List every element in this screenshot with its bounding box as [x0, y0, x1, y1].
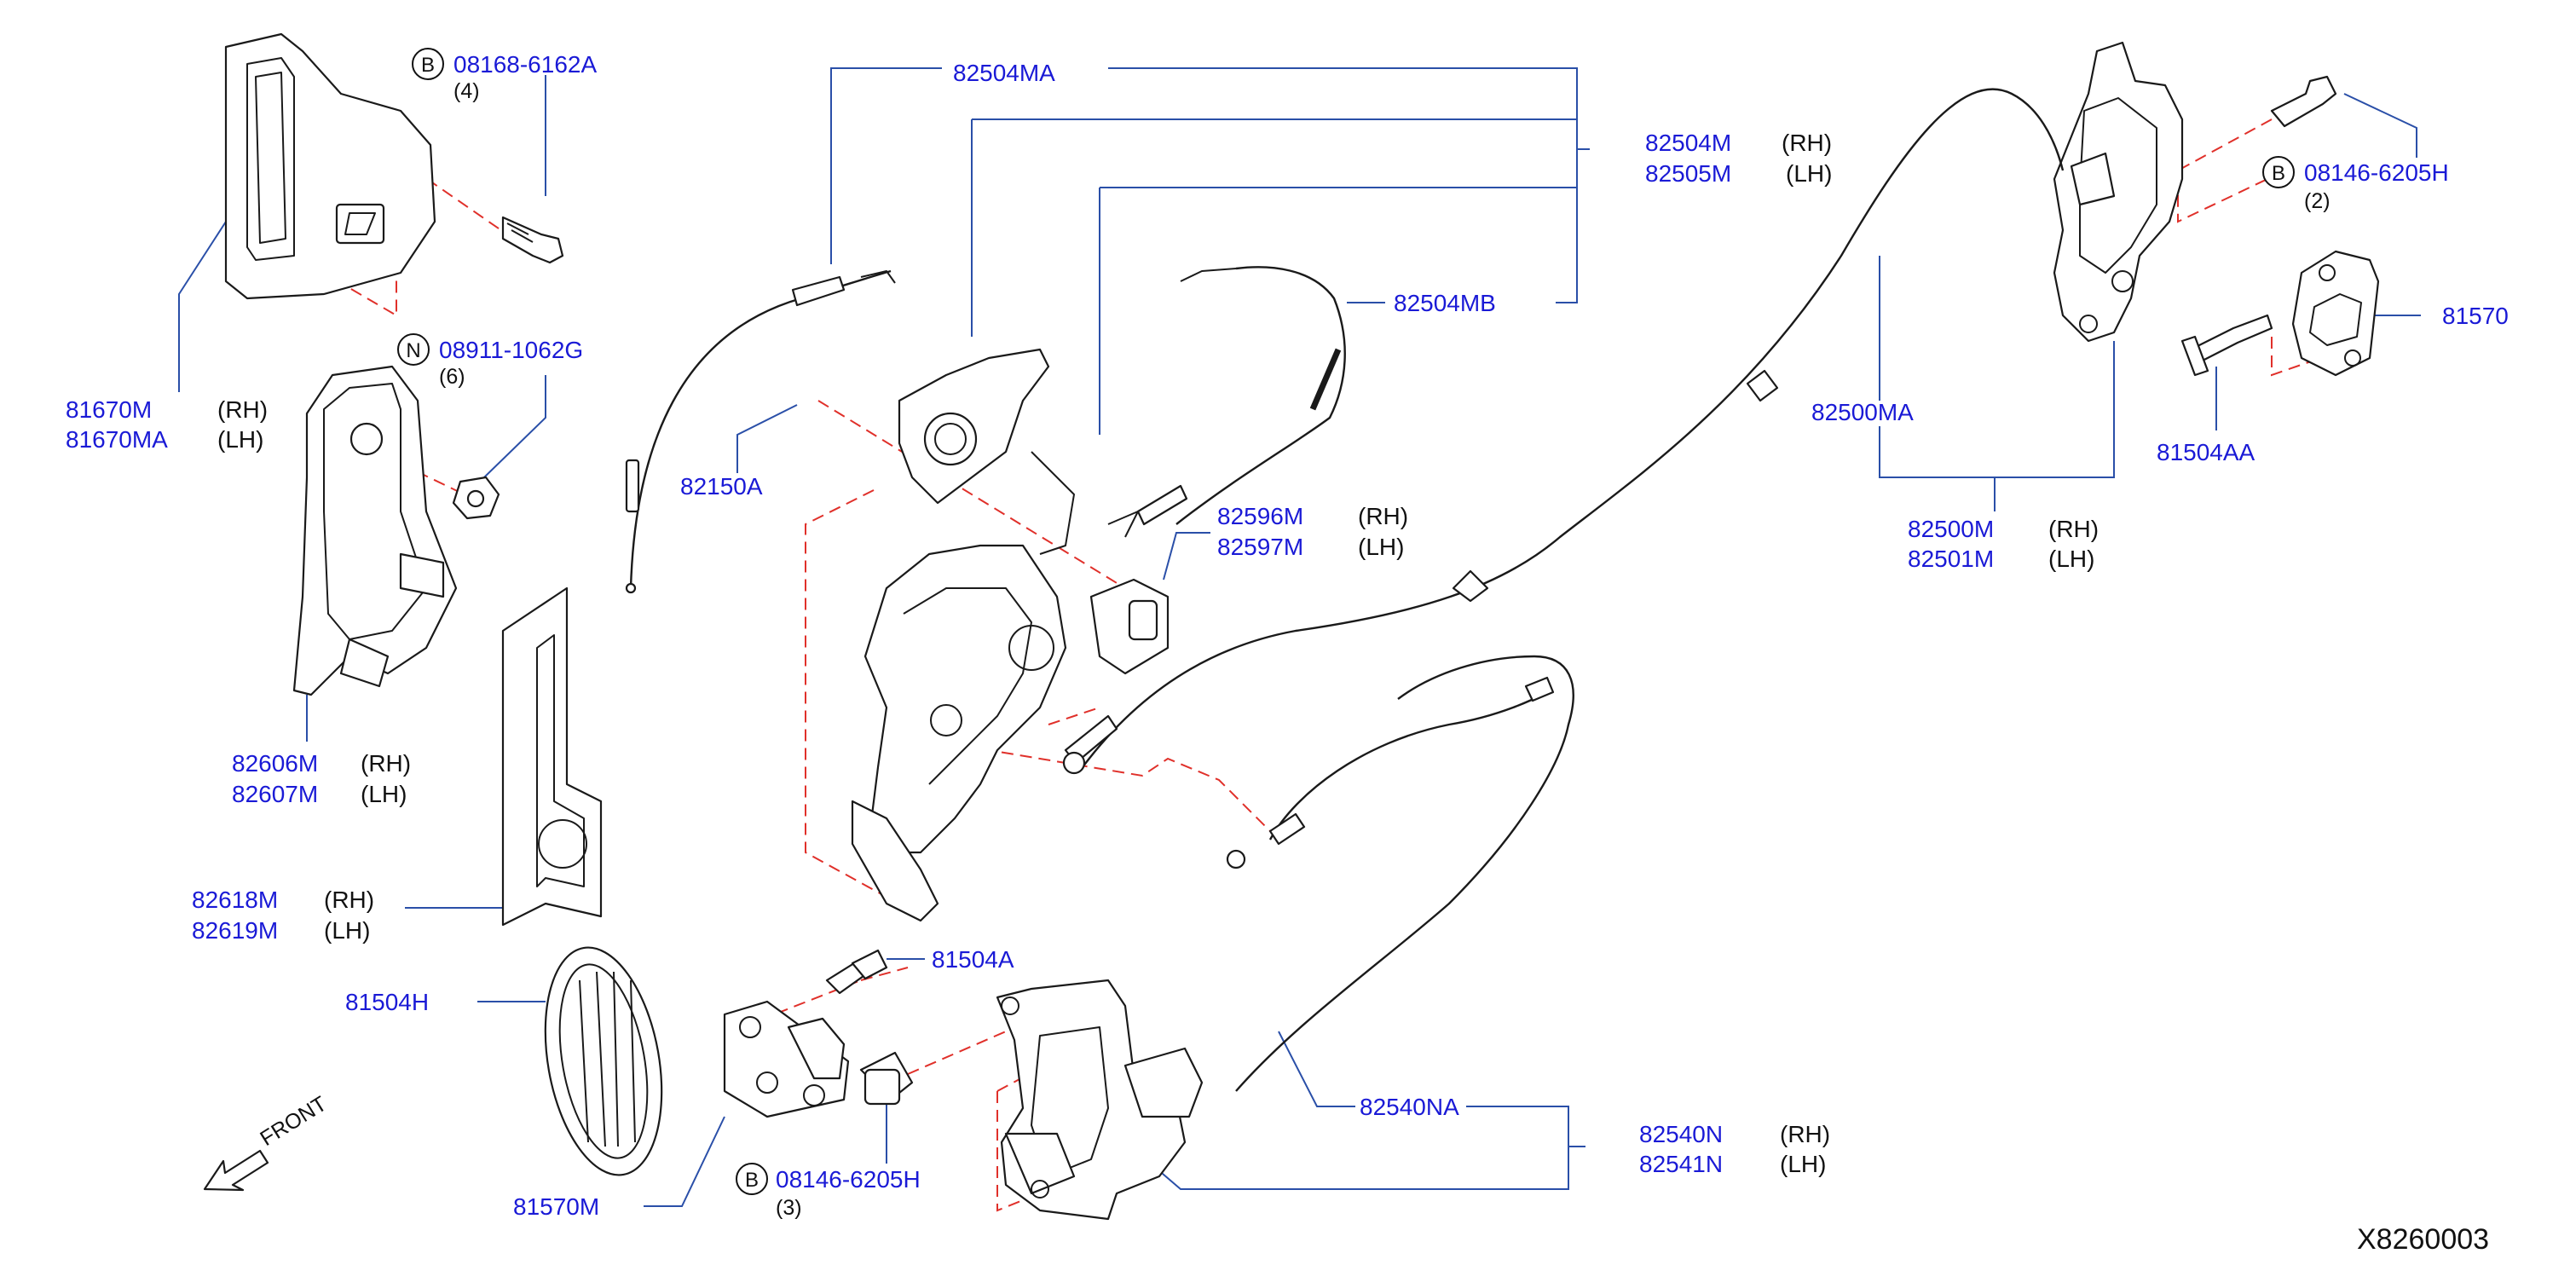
bolt-08168-illustration: [501, 216, 564, 264]
side-rh-82504M: (RH): [1782, 130, 1832, 156]
side-lh-82505M: (LH): [1786, 160, 1832, 187]
part-number-08911-1062G[interactable]: 08911-1062G: [439, 337, 583, 363]
part-number-82500M[interactable]: 82500M: [1908, 516, 1994, 542]
cables: [625, 88, 2065, 1092]
latch-assembly-illustration: [851, 348, 1170, 922]
prefix-circles: B N B B: [397, 48, 2295, 1195]
inner-handle-illustration: [224, 32, 436, 300]
part-number-82606M[interactable]: 82606M: [232, 750, 318, 777]
striker-81570-illustration: [2291, 250, 2380, 377]
prefix-b-08168: B: [421, 54, 435, 77]
side-lh-82607M: (LH): [361, 781, 407, 807]
rear-latch-82540n-illustration: [996, 979, 1204, 1221]
part-number-81504A[interactable]: 81504A: [932, 946, 1014, 973]
part-number-82619M[interactable]: 82619M: [192, 917, 278, 944]
quantity-08911: (6): [439, 365, 465, 389]
part-number-82501M[interactable]: 82501M: [1908, 546, 1994, 572]
side-lh-82541N: (LH): [1780, 1151, 1826, 1177]
front-label: FRONT: [256, 1092, 331, 1151]
part-number-81670MA[interactable]: 81670MA: [66, 426, 168, 453]
part-number-82504MA[interactable]: 82504MA: [953, 60, 1055, 86]
part-number-81570[interactable]: 81570: [2442, 303, 2509, 329]
part-number-08168-6162A[interactable]: 08168-6162A: [453, 51, 597, 78]
bolt-08146-top-illustration: [2270, 75, 2337, 128]
front-direction-arrow: [203, 1149, 269, 1192]
side-rh-82618M: (RH): [324, 887, 374, 913]
quantity-08146-top: (2): [2304, 189, 2331, 213]
part-number-82596M[interactable]: 82596M: [1217, 503, 1303, 529]
part-number-82500MA[interactable]: 82500MA: [1811, 399, 1914, 425]
side-rh-82500M: (RH): [2048, 516, 2099, 542]
part-number-82618M[interactable]: 82618M: [192, 887, 278, 913]
side-rh-81670M: (RH): [217, 396, 268, 423]
side-lh-82501M: (LH): [2048, 546, 2094, 572]
side-rh-82606M: (RH): [361, 750, 411, 777]
prefix-n-08911: N: [406, 339, 420, 362]
nut-08911-illustration: [452, 476, 500, 520]
part-number-82607M[interactable]: 82607M: [232, 781, 318, 807]
side-lh-82619M: (LH): [324, 917, 370, 944]
diagram-code: X8260003: [2357, 1223, 2489, 1256]
bolts-bottom-illustration: [825, 949, 914, 1106]
part-number-08146-6205H-top[interactable]: 08146-6205H: [2304, 159, 2449, 186]
side-lh-81670MA: (LH): [217, 426, 263, 453]
part-number-81504H[interactable]: 81504H: [345, 989, 429, 1015]
part-number-82540NA[interactable]: 82540NA: [1360, 1094, 1459, 1120]
striker-plate-81570m-illustration: [723, 1000, 850, 1118]
part-number-81504AA[interactable]: 81504AA: [2157, 439, 2255, 465]
quantity-08168: (4): [453, 79, 480, 103]
part-number-82504MB[interactable]: 82504MB: [1394, 290, 1496, 316]
side-lh-82597M: (LH): [1358, 534, 1404, 560]
side-rh-82596M: (RH): [1358, 503, 1408, 529]
part-number-82597M[interactable]: 82597M: [1217, 534, 1303, 560]
part-number-82505M[interactable]: 82505M: [1645, 160, 1731, 187]
part-number-81670M[interactable]: 81670M: [66, 396, 152, 423]
quantity-08146-bottom: (3): [776, 1196, 802, 1220]
side-rh-82540N: (RH): [1780, 1121, 1830, 1147]
leader-lines: [178, 67, 2421, 1207]
handle-bracket-illustration: [292, 365, 458, 696]
part-number-82504M[interactable]: 82504M: [1645, 130, 1731, 156]
gasket-82618-illustration: [501, 586, 603, 927]
part-number-81570M[interactable]: 81570M: [513, 1193, 599, 1220]
part-number-82540N[interactable]: 82540N: [1639, 1121, 1723, 1147]
part-number-82150A[interactable]: 82150A: [680, 473, 763, 500]
grommet-81504h-illustration: [544, 946, 663, 1176]
prefix-b-08146-bottom: B: [745, 1169, 759, 1192]
part-number-82541N[interactable]: 82541N: [1639, 1151, 1723, 1177]
screw-81504aa-illustration: [2180, 314, 2273, 377]
upper-latch-82500m-illustration: [2053, 41, 2184, 343]
prefix-b-08146-top: B: [2272, 162, 2285, 185]
part-number-08146-6205H-bottom[interactable]: 08146-6205H: [776, 1166, 921, 1193]
